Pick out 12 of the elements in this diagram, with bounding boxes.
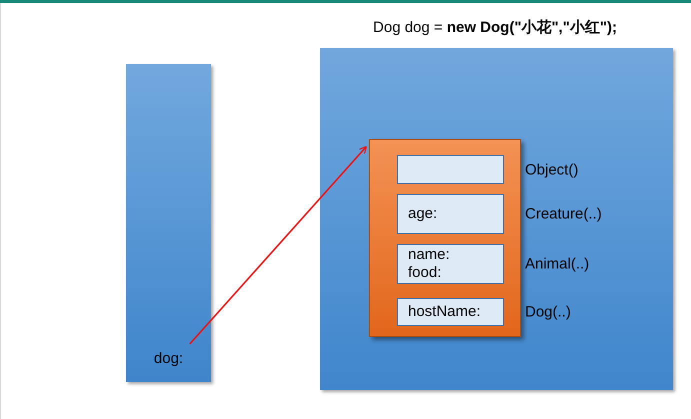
field-label: hostName: <box>408 303 481 321</box>
constructor-label: Dog(..) <box>525 304 571 320</box>
constructor-label: Object() <box>525 161 578 178</box>
heap-area <box>320 48 673 390</box>
title: Dog dog = new Dog("小花","小红"); <box>372 18 618 37</box>
constructor-label: Animal(..) <box>525 256 590 272</box>
field-label: age: <box>408 205 438 223</box>
field-label: name: food: <box>408 246 451 282</box>
stack-column <box>126 64 211 382</box>
field-label: dog: <box>154 350 184 368</box>
constructor-label: Creature(..) <box>525 206 602 222</box>
arrow <box>189 146 368 345</box>
